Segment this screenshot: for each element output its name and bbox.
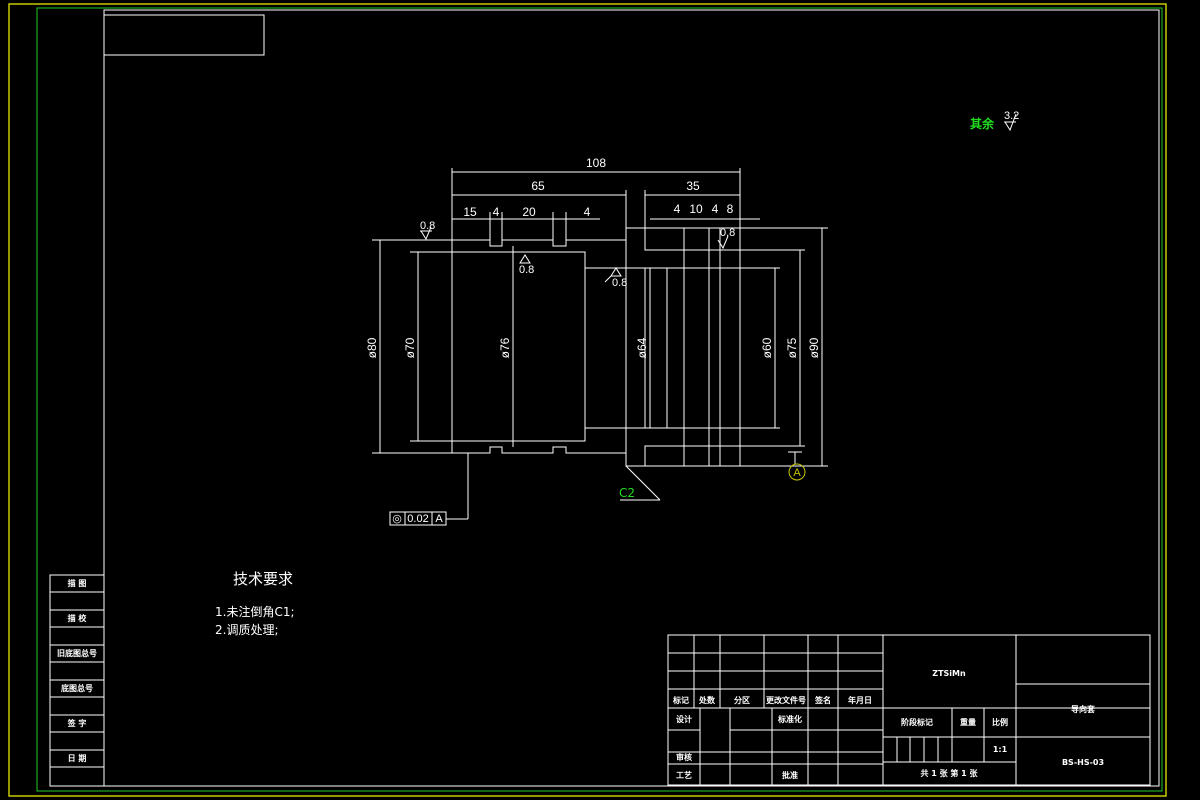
dim-dia64: ø64 [635,337,649,358]
part-section-view [451,227,741,467]
dim-8: 8 [727,202,734,216]
top-left-box [103,14,265,56]
roughness-4: 0.8 [720,227,735,239]
dim-dia90: ø90 [807,337,821,358]
tolerance-datum: A [435,513,443,525]
dim-20: 20 [522,205,536,219]
scale-value: 1:1 [993,745,1008,754]
dim-10: 10 [689,202,703,216]
header-sign: 签名 [814,695,831,705]
header-mark: 标记 [672,695,689,705]
side-label-trace: 描 图 [68,578,87,588]
row-approve: 批准 [782,770,798,780]
side-label-signature: 签 字 [67,718,87,728]
header-zone: 分区 [734,695,750,705]
row-check: 审核 [676,752,692,762]
dim-dia75: ø75 [785,337,799,358]
dim-4c: 4 [674,202,681,216]
side-label-date: 日 期 [68,753,87,763]
tech-title: 技术要求 [233,570,293,588]
tolerance-symbol: ◎ [392,513,402,525]
side-label-trace-check: 描 校 [68,613,88,623]
row-standardization: 标准化 [777,714,802,724]
chamfer-and-datum: C2 A [619,451,806,501]
roughness-2: 0.8 [519,264,534,276]
dim-dia60: ø60 [760,337,774,358]
title-drawing-no: BS-HS-03 [1062,758,1104,767]
tolerance-frame: ◎ 0.02 A [389,453,469,526]
label-scale: 比例 [992,717,1008,727]
datum-label: A [793,467,801,479]
chamfer-label: C2 [619,486,635,500]
tech-line-1: 1.未注倒角C1; [215,604,295,619]
title-block: ZTSiMn 导向套 BS-HS-03 标记 处数 分区 更改文件号 签名 年月… [667,634,1151,786]
header-count: 处数 [698,695,716,705]
roughness-1: 0.8 [420,220,435,232]
title-part-name: 导向套 [1071,704,1096,714]
roughness-marks: 0.8 0.8 0.8 0.8 其余 3.2 [420,110,1019,289]
dim-15: 15 [463,205,477,219]
sheet-frame [8,3,1167,797]
dimension-lines [372,168,828,467]
dim-dia70: ø70 [403,337,417,358]
tolerance-value: 0.02 [407,513,428,525]
dimension-texts: 108 65 35 15 4 20 4 4 10 4 8 ø80 ø70 ø76… [365,156,821,358]
dim-left: 65 [531,179,545,193]
row-design: 设计 [676,714,692,724]
dim-4b: 4 [584,205,591,219]
label-stage: 阶段标记 [901,717,933,727]
side-label-base-number: 底图总号 [60,683,93,693]
header-date: 年月日 [848,695,872,705]
dim-4d: 4 [712,202,719,216]
row-process: 工艺 [676,770,692,780]
dim-4a: 4 [493,205,500,219]
roughness-3: 0.8 [612,277,627,289]
dim-total: 108 [586,156,606,170]
side-label-column: 描 图 描 校 旧底图总号 底图总号 签 字 日 期 [49,574,105,787]
dim-dia80: ø80 [365,337,379,358]
tech-line-2: 2.调质处理; [215,623,279,637]
header-doc-no: 更改文件号 [766,695,806,705]
label-weight: 重量 [960,717,976,727]
title-material: ZTSiMn [932,669,966,678]
sheet-count: 共 1 张 第 1 张 [920,768,978,778]
dim-dia76: ø76 [498,337,512,358]
technical-requirements: 技术要求 1.未注倒角C1; 2.调质处理; [215,570,295,637]
side-label-old-number: 旧底图总号 [57,648,97,658]
roughness-other-value: 3.2 [1004,110,1019,122]
dim-right: 35 [686,179,700,193]
roughness-other-label: 其余 [970,116,995,131]
